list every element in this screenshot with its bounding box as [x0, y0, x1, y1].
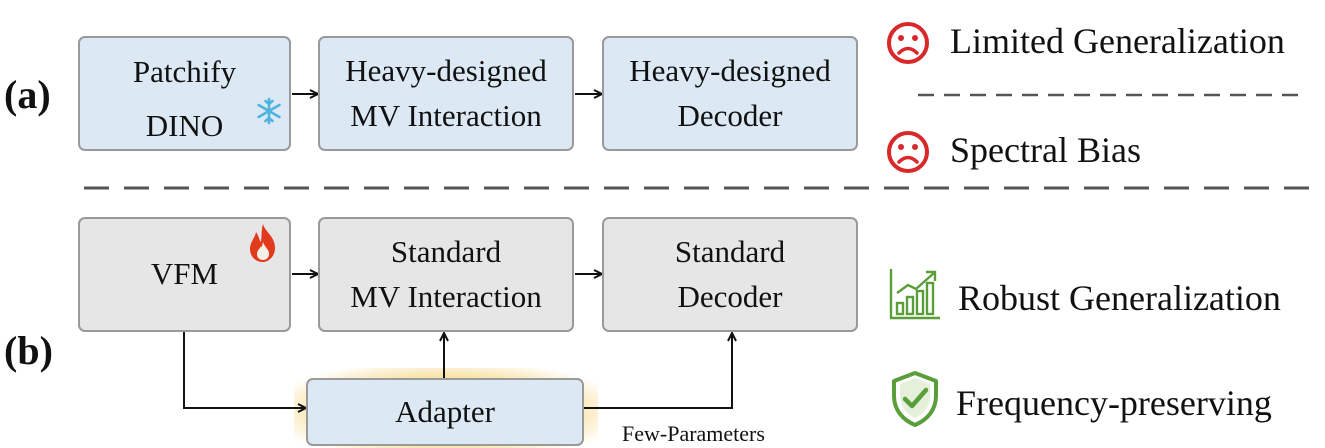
sad-face-icon	[886, 130, 930, 179]
heavy-decoder-line1: Heavy-designed	[629, 52, 831, 88]
shield-check-icon	[890, 370, 940, 433]
patchify-dino-divider	[105, 97, 265, 98]
growth-chart-icon	[888, 265, 942, 326]
patchify-text: Patchify	[132, 54, 237, 89]
sad-face-icon	[886, 21, 930, 70]
heavy-decoder-line2: Decoder	[677, 97, 783, 133]
outcome-spectral-bias: Spectral Bias	[950, 130, 1141, 170]
heavy-mv-line2: MV Interaction	[350, 97, 542, 133]
flame-icon	[245, 222, 281, 269]
standard-decoder-line1: Standard	[674, 233, 786, 269]
dino-text: DINO	[145, 108, 224, 144]
panel-a-label: (a)	[4, 72, 51, 117]
standard-decoder-line2: Decoder	[677, 278, 783, 314]
few-parameters-note: Few-Parameters	[622, 421, 765, 446]
panel-b-label: (b)	[4, 328, 53, 373]
snowflake-icon	[255, 97, 283, 130]
heavy-mv-line1: Heavy-designed	[345, 52, 547, 88]
standard-mv-line2: MV Interaction	[350, 278, 542, 314]
standard-mv-interaction-box: Standard MV Interaction	[318, 217, 574, 332]
outcome-frequency-preserving: Frequency-preserving	[956, 383, 1272, 423]
outcome-robust-generalization: Robust Generalization	[958, 278, 1281, 318]
outcome-limited-generalization: Limited Generalization	[950, 21, 1285, 61]
standard-decoder-box: Standard Decoder	[602, 217, 858, 332]
arrow-adapter-decoder	[584, 333, 732, 409]
adapter-text: Adapter	[395, 393, 495, 429]
heavy-mv-interaction-box: Heavy-designed MV Interaction	[318, 36, 574, 151]
arrow-vfm-adapter	[183, 332, 306, 408]
heavy-decoder-box: Heavy-designed Decoder	[602, 36, 858, 151]
vfm-text: VFM	[150, 256, 219, 292]
adapter-box: Adapter	[306, 378, 584, 446]
standard-mv-line1: Standard	[390, 233, 502, 269]
patchify-dino-box: Patchify DINO	[78, 36, 291, 151]
